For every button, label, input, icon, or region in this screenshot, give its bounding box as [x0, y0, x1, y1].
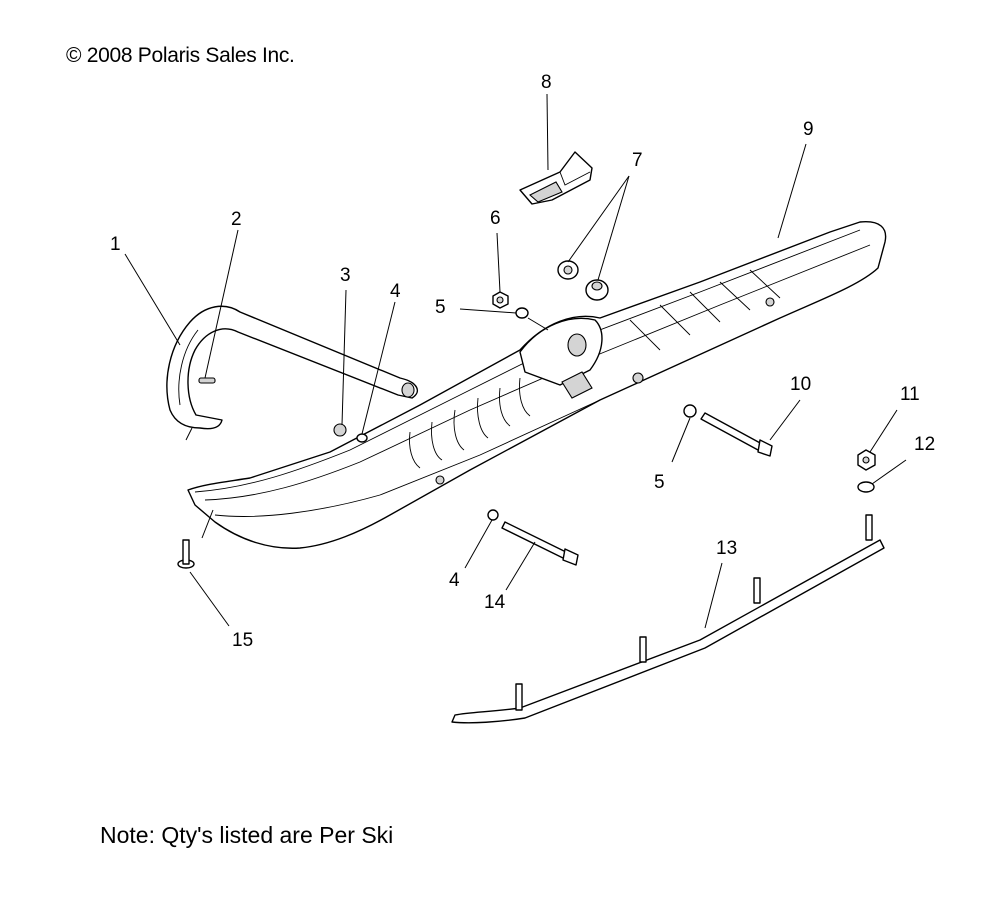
callout-7: 7: [632, 150, 643, 171]
callout-14: 14: [484, 592, 506, 613]
callout-5: 5: [435, 297, 446, 318]
washer-5-top: [515, 307, 529, 319]
ski-handle: [166, 305, 419, 430]
callout-5: 5: [654, 472, 665, 493]
washer-12: [857, 481, 875, 493]
copyright-text: © 2008 Polaris Sales Inc.: [66, 44, 295, 67]
callout-8: 8: [541, 72, 552, 93]
bushing-7b: [585, 279, 609, 301]
callout-9: 9: [803, 119, 814, 140]
callouts: 1 2 3 4 4 5 5 6 7 8 9 10 11 12 13 14 15: [110, 72, 935, 651]
callout-13: 13: [716, 538, 737, 559]
nut-3: [333, 423, 347, 437]
washer-4-lower: [487, 509, 499, 521]
saddle-pad: [519, 151, 593, 205]
carbide-runner: [451, 514, 885, 724]
screw-15: [177, 539, 195, 569]
callout-6: 6: [490, 208, 501, 229]
ski-body: [187, 221, 887, 549]
bolt-10: [700, 412, 773, 457]
bolt-14: [501, 521, 579, 566]
pin: [198, 377, 216, 384]
callout-10: 10: [790, 374, 811, 395]
callout-11: 11: [900, 384, 920, 405]
callout-2: 2: [231, 209, 242, 230]
callout-15: 15: [232, 630, 253, 651]
callout-4: 4: [449, 570, 460, 591]
washer-5-side: [683, 404, 697, 418]
callout-1: 1: [110, 234, 121, 255]
nut-6: [492, 291, 509, 309]
quantity-note: Note: Qty's listed are Per Ski: [100, 822, 394, 848]
leader-lines: [124, 93, 907, 629]
callout-12: 12: [914, 434, 935, 455]
nut-11: [857, 449, 876, 471]
washer-4: [356, 433, 368, 443]
callout-4: 4: [390, 281, 401, 302]
callout-3: 3: [340, 265, 351, 286]
